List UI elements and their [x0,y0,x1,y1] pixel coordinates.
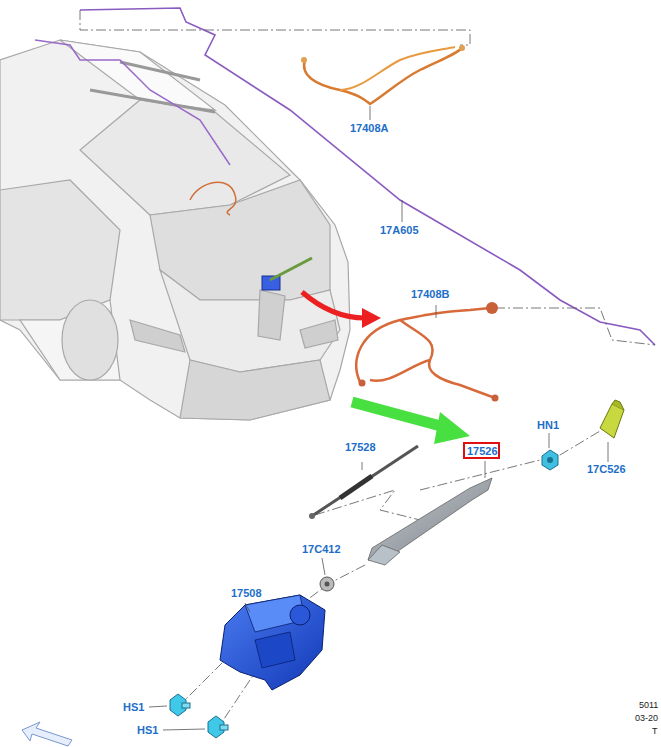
part-number: HN1 [537,419,559,432]
part-number: HS1 [123,701,144,714]
part-number: 17408A [350,122,389,135]
part-number: 17408B [411,288,450,301]
drawing-code: T [652,726,658,737]
part-number: 17C526 [587,463,626,476]
part-number: 17A605 [380,224,419,237]
part-number: HS1 [137,724,158,737]
drawing-code: 5011 [639,700,658,711]
part-number: 17508 [231,587,262,600]
part-number: 17526 [467,445,496,458]
part-number: 17528 [345,441,376,454]
highlight-box: 17526 [463,442,500,459]
part-number: 17C412 [302,543,341,556]
drawing-code: 03-20 [635,713,658,724]
